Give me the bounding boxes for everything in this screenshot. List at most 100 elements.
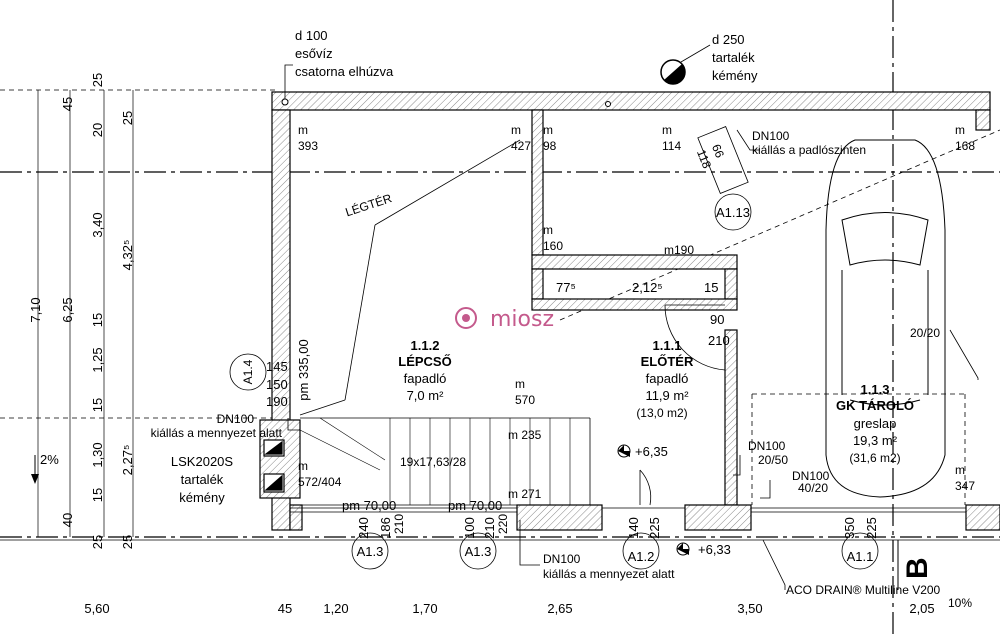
chimney-reserve-text-2: tartalék bbox=[712, 50, 755, 65]
chimney-reserve-text-3: kémény bbox=[712, 68, 758, 83]
room-hall-floor: fapadló bbox=[646, 371, 689, 386]
room-hall-name: ELŐTÉR bbox=[641, 354, 694, 369]
dim-bottom-560: 5,60 bbox=[84, 601, 109, 616]
dn100-storage: DN100 bbox=[792, 469, 830, 483]
d90: 90 bbox=[710, 312, 724, 327]
m114-1: m bbox=[662, 123, 672, 137]
d186: 186 bbox=[378, 517, 393, 539]
lsk-chimney-text-1: LSK2020S bbox=[171, 454, 233, 469]
doors bbox=[639, 304, 726, 506]
dn100-floor-callout: DN100 kiállás a padlószinten bbox=[752, 129, 866, 157]
rain-pipe-symbol bbox=[281, 98, 289, 106]
dn100-ceiling-left-text-2: kiállás a mennyezet alatt bbox=[151, 426, 283, 440]
dim-left-15a: 15 bbox=[90, 313, 105, 327]
d100: 100 bbox=[462, 517, 477, 539]
dim-bottom-120: 1,20 bbox=[323, 601, 348, 616]
d225: 225 bbox=[647, 517, 662, 539]
d4020: 40/20 bbox=[798, 481, 828, 495]
dn100-floor-text-1: DN100 bbox=[752, 129, 790, 143]
m572-2: 572/404 bbox=[298, 475, 342, 489]
dim-left-25c: 25 bbox=[120, 111, 135, 125]
m98-1: m bbox=[543, 123, 553, 137]
dim-bottom-350: 3,50 bbox=[737, 601, 762, 616]
room-hall-area: 11,9 m² bbox=[645, 388, 689, 403]
d225-b: 225 bbox=[864, 517, 879, 539]
slope-right-label: 10% bbox=[948, 596, 972, 610]
dn100-ceiling-bottom-callout: DN100 kiállás a mennyezet alatt bbox=[543, 552, 675, 581]
slope-arrow bbox=[31, 455, 39, 484]
pm335: pm 335,00 bbox=[296, 339, 311, 400]
d66: 66 bbox=[709, 142, 727, 160]
dim-left-130: 1,30 bbox=[90, 442, 105, 467]
room-hall: 1.1.1 ELŐTÉR fapadló 11,9 m² (13,0 m2) bbox=[636, 338, 694, 420]
m393-1: m bbox=[298, 123, 308, 137]
rain-pipe-text-3: csatorna elhúzva bbox=[295, 64, 394, 79]
dn100-ceiling-bottom-text-2: kiállás a mennyezet alatt bbox=[543, 567, 675, 581]
room-stair-id: 1.1.2 bbox=[411, 338, 440, 353]
m393-2: 393 bbox=[298, 139, 318, 153]
room-storage-area: 19,3 m² bbox=[853, 433, 898, 448]
m572-1: m bbox=[298, 459, 308, 473]
d140: 140 bbox=[626, 517, 641, 539]
dim-bottom-205: 2,05 bbox=[909, 601, 934, 616]
m190: m190 bbox=[664, 243, 694, 257]
d145: 145 bbox=[266, 359, 288, 374]
room-storage-id: 1.1.3 bbox=[861, 382, 890, 397]
lsk-chimney-callout: LSK2020S tartalék kémény bbox=[171, 454, 233, 505]
miosz-logo-icon bbox=[455, 307, 477, 329]
dim-left-25b: 25 bbox=[90, 535, 105, 549]
room-hall-id: 1.1.1 bbox=[653, 338, 682, 353]
section-mark-a11: A1.1 bbox=[847, 549, 874, 564]
grid-marker-b: B bbox=[901, 557, 934, 579]
section-mark-a13-right: A1.3 bbox=[465, 544, 492, 559]
dim-left-2275: 2,27⁵ bbox=[120, 445, 135, 476]
section-mark-a13-left: A1.3 bbox=[357, 544, 384, 559]
dim-left-340: 3,40 bbox=[90, 212, 105, 237]
dn100-ceiling-left-text-1: DN100 bbox=[217, 412, 255, 426]
lsk-chimney-text-2: tartalék bbox=[181, 472, 224, 487]
section-mark-a12: A1.2 bbox=[628, 549, 655, 564]
dim-left-125: 1,25 bbox=[90, 347, 105, 372]
lsk-chimney-symbol bbox=[259, 419, 301, 499]
dn100-ceiling-bottom-text-1: DN100 bbox=[543, 552, 581, 566]
level-a-label: +6,35 bbox=[635, 444, 668, 459]
floor-hatch-box bbox=[697, 126, 749, 194]
m570-2: 570 bbox=[515, 393, 535, 407]
dim-bottom-45: 45 bbox=[278, 601, 292, 616]
m347-2: 347 bbox=[955, 479, 975, 493]
room-storage-floor: greslap bbox=[854, 416, 897, 431]
m271: m 271 bbox=[508, 487, 542, 501]
chimney-reserve-symbol bbox=[660, 59, 686, 85]
d775: 77⁵ bbox=[556, 280, 576, 295]
dim-left-625: 6,25 bbox=[60, 297, 75, 322]
dim-left-20: 20 bbox=[90, 123, 105, 137]
room-hall-area2: (13,0 m2) bbox=[636, 406, 687, 420]
m98-2: 98 bbox=[543, 139, 557, 153]
hidden-lines bbox=[0, 89, 1000, 505]
d2050: 20/50 bbox=[758, 453, 788, 467]
room-stair-name: LÉPCSŐ bbox=[398, 354, 451, 369]
m427-2: 427 bbox=[511, 139, 531, 153]
walls bbox=[271, 91, 1000, 531]
d350: 350 bbox=[842, 517, 857, 539]
d210-door: 210 bbox=[708, 333, 730, 348]
m168-2: 168 bbox=[955, 139, 975, 153]
room-stair: 1.1.2 LÉPCSŐ fapadló 7,0 m² bbox=[398, 338, 451, 403]
dn100-ceiling-left-callout: DN100 kiállás a mennyezet alatt bbox=[151, 412, 283, 440]
rain-pipe-callout: d 100 esővíz csatorna elhúzva bbox=[295, 28, 394, 79]
m168-1: m bbox=[955, 123, 965, 137]
slope-left-label: 2% bbox=[40, 452, 59, 467]
dn100-hall: DN100 bbox=[748, 439, 786, 453]
section-mark-a14: A1.4 bbox=[241, 359, 255, 384]
dim-bottom-265: 2,65 bbox=[547, 601, 572, 616]
opening-labels: m 393 m 427 m 98 m 114 m 168 m 160 m190 … bbox=[266, 123, 975, 539]
m114-2: 114 bbox=[662, 139, 681, 153]
pm70-b: pm 70,00 bbox=[448, 498, 502, 513]
dim-left-4325: 4,32⁵ bbox=[120, 240, 135, 271]
aco-drain-label: ACO DRAIN® Multiline V200 bbox=[786, 583, 941, 597]
d118: 118 bbox=[694, 148, 714, 171]
room-stair-area: 7,0 m² bbox=[407, 388, 445, 403]
left-dimension-lines bbox=[0, 90, 1000, 541]
